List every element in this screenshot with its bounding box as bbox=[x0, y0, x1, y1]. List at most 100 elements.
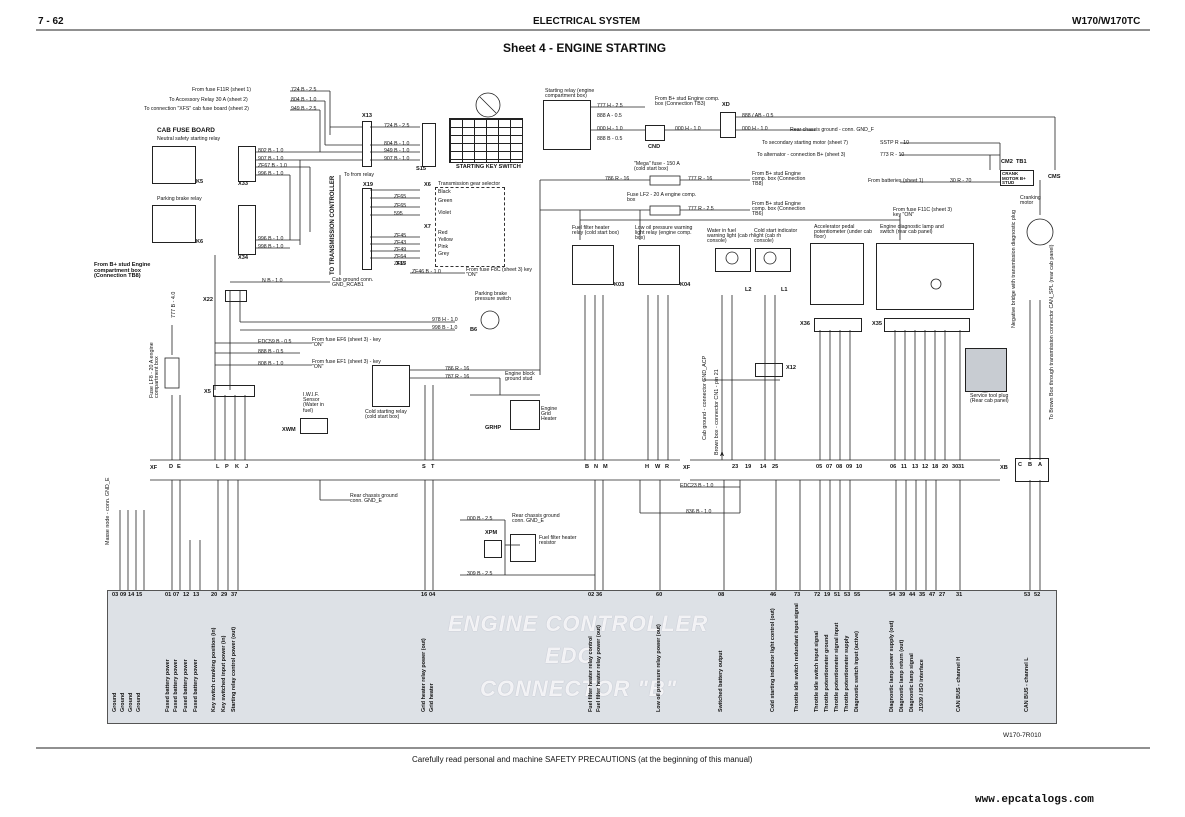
ecu-function-label: Fused battery power bbox=[173, 659, 179, 712]
iwif-label: I.W.I.F. Sensor (Water in fuel) bbox=[303, 392, 324, 414]
xf-num-09: 09 bbox=[846, 464, 853, 470]
x13-wire-3: 949 B - 1.0 bbox=[384, 148, 410, 154]
x12-label: X12 bbox=[786, 365, 796, 371]
cab-ground: Cab ground conn. GND_RCAB1 bbox=[332, 277, 374, 289]
from-batteries: From batteries (sheet 1) bbox=[868, 178, 924, 184]
parking-pressure-switch: Parking brake pressure switch bbox=[475, 291, 512, 303]
safety-footer: Carefully read personal and machine SAFE… bbox=[412, 755, 753, 764]
ecu-function-label: Diagnostic lamp signal bbox=[909, 653, 915, 712]
watermark-line-3: CONNECTOR "B" bbox=[480, 676, 678, 701]
x35-label: X35 bbox=[872, 321, 882, 327]
wire-888: 888 B - 0.5 bbox=[258, 349, 284, 355]
ecu-pin-51: 51 bbox=[834, 592, 841, 598]
ecu-pin-31: 31 bbox=[956, 592, 963, 598]
k04-label: K04 bbox=[680, 282, 691, 288]
ecu-pin-39: 39 bbox=[899, 592, 906, 598]
accel-pedal-box bbox=[810, 243, 864, 305]
xf-num-10: 10 bbox=[856, 464, 863, 470]
xf-pin-m: M bbox=[603, 464, 608, 470]
from-fuse-ef6: From fuse EF6 (sheet 3) - key "ON" bbox=[312, 337, 381, 349]
key-switch-connector bbox=[422, 123, 436, 167]
relay-wire-888a: 888 A - 0.5 bbox=[597, 113, 622, 119]
x5-label: X5 bbox=[204, 389, 211, 395]
from-fuse-f8c: From fuse F8C (sheet 3) key "ON" bbox=[466, 267, 533, 279]
ecu-function-label: Low oil pressure relay power (out) bbox=[656, 624, 662, 712]
ecu-function-label: J1939 / ISO interface bbox=[919, 659, 925, 712]
xf-num-23: 23 bbox=[732, 464, 739, 470]
xb-connector bbox=[1015, 458, 1049, 482]
crank-motor-stud-box bbox=[1000, 170, 1034, 186]
xf-pin-e: E bbox=[177, 464, 181, 470]
x22-connector bbox=[225, 290, 247, 302]
xd-wire-000: 000 H - 1.0 bbox=[742, 126, 768, 132]
ecu-pin-27: 27 bbox=[939, 592, 946, 598]
starting-relay-label: Starting relay (engine compartment box) bbox=[545, 88, 595, 100]
fuse-lf2: Fuse LF2 - 20 A engine comp. box bbox=[627, 192, 697, 204]
ecu-pin-52: 52 bbox=[1034, 592, 1041, 598]
grhp-label: GRHP bbox=[485, 425, 502, 431]
ecu-pin-02: 02 bbox=[588, 592, 595, 598]
xf-num-19: 19 bbox=[745, 464, 752, 470]
sstp-wire: SSTP R - 10 bbox=[880, 140, 910, 146]
xf-pin-r: R bbox=[665, 464, 670, 470]
x19-label: X19 bbox=[363, 182, 373, 188]
ecu-pin-35: 35 bbox=[919, 592, 926, 598]
starting-key-switch-label: STARTING KEY SWITCH bbox=[456, 164, 521, 170]
w773-wire: 773 R - 10 bbox=[880, 152, 905, 158]
section-title: ELECTRICAL SYSTEM bbox=[533, 16, 641, 27]
x34-connector bbox=[238, 205, 256, 255]
ecu-function-label: Diagnostic lamp power supply (out) bbox=[889, 620, 895, 712]
pb-wire-2: 998 B - 1.0 bbox=[432, 325, 458, 331]
w786-wire: 786 R - 16 bbox=[605, 176, 630, 182]
ecu-pin-46: 46 bbox=[770, 592, 777, 598]
x13-wire-2: 804 B - 1.0 bbox=[384, 141, 410, 147]
ecu-function-label: Grid heater bbox=[429, 683, 435, 712]
cold-start-light-label: Cold start indicator light (cab rh conso… bbox=[754, 228, 798, 245]
ecu-pin-07: 07 bbox=[173, 592, 180, 598]
x7-wire-3: ZF49 bbox=[394, 247, 407, 253]
ecu-pin-19: 19 bbox=[824, 592, 831, 598]
xf-pin-d: D bbox=[169, 464, 174, 470]
ecu-pin-13: 13 bbox=[193, 592, 200, 598]
xd-label: XD bbox=[722, 102, 730, 108]
from-b-tb8: From B+ stud Engine comp. box (Connectio… bbox=[752, 171, 806, 188]
starting-relay-box bbox=[543, 100, 591, 150]
xf-num-31: 31 bbox=[958, 464, 965, 470]
catalog-url[interactable]: www.epcatalogs.com bbox=[975, 794, 1094, 806]
ecu-pin-53: 53 bbox=[1024, 592, 1031, 598]
iwif-connector bbox=[300, 418, 328, 434]
b6-label: B6 bbox=[470, 327, 478, 333]
watermark-line-2: EDC bbox=[545, 643, 595, 668]
fuse-lf8: Fuse LF8 - 20 A engine compartment box bbox=[149, 342, 161, 398]
xb-label: XB bbox=[1000, 465, 1008, 471]
cnd-connector bbox=[645, 125, 665, 141]
xf-num-05: 05 bbox=[816, 464, 823, 470]
xf-num-30: 30 bbox=[952, 464, 959, 470]
xf-right-label: XF bbox=[683, 465, 691, 471]
ecu-function-label: CAN BUS - channel H bbox=[956, 656, 962, 712]
zf46-wire: ZF46 B - 1.0 bbox=[412, 269, 441, 275]
engine-diag-label: Engine diagnostic lamp and switch (rear … bbox=[880, 224, 944, 236]
rear-chassis-gnd-e2: Rear chassis ground conn. GND_E bbox=[512, 513, 560, 525]
engine-block-label: Engine block ground stud bbox=[505, 371, 535, 383]
xf-pin-w: W bbox=[655, 464, 661, 470]
ecu-function-label: CAN BUS - channel L bbox=[1024, 657, 1030, 712]
x5-connector bbox=[213, 385, 255, 397]
rear-chassis-ground: Rear chassis ground - conn. GND_F bbox=[790, 127, 874, 133]
cold-start-lamp-box bbox=[755, 248, 791, 272]
ecu-pin-09: 09 bbox=[120, 592, 127, 598]
neutral-wire-3: ZF67 B - 1.0 bbox=[258, 163, 287, 169]
ecu-pin-15: 15 bbox=[136, 592, 143, 598]
ecu-pin-60: 60 bbox=[656, 592, 663, 598]
to-from-relay: To from relay bbox=[344, 172, 374, 178]
cab-ground-conn: Cab ground - connector GND_ACP bbox=[702, 355, 708, 440]
ecu-pin-37: 37 bbox=[231, 592, 238, 598]
w777-25-wire: 777 R - 2.5 bbox=[688, 206, 714, 212]
service-plug-label: Service tool plug (Rear cab panel) bbox=[970, 393, 1009, 405]
x15-label: X15 bbox=[396, 261, 406, 267]
xb-pin-a: A bbox=[1038, 462, 1043, 468]
parking-relay-box bbox=[152, 205, 196, 243]
xd-connector bbox=[720, 112, 736, 138]
neutral-relay-box bbox=[152, 146, 196, 184]
ecu-pin-12: 12 bbox=[183, 592, 190, 598]
